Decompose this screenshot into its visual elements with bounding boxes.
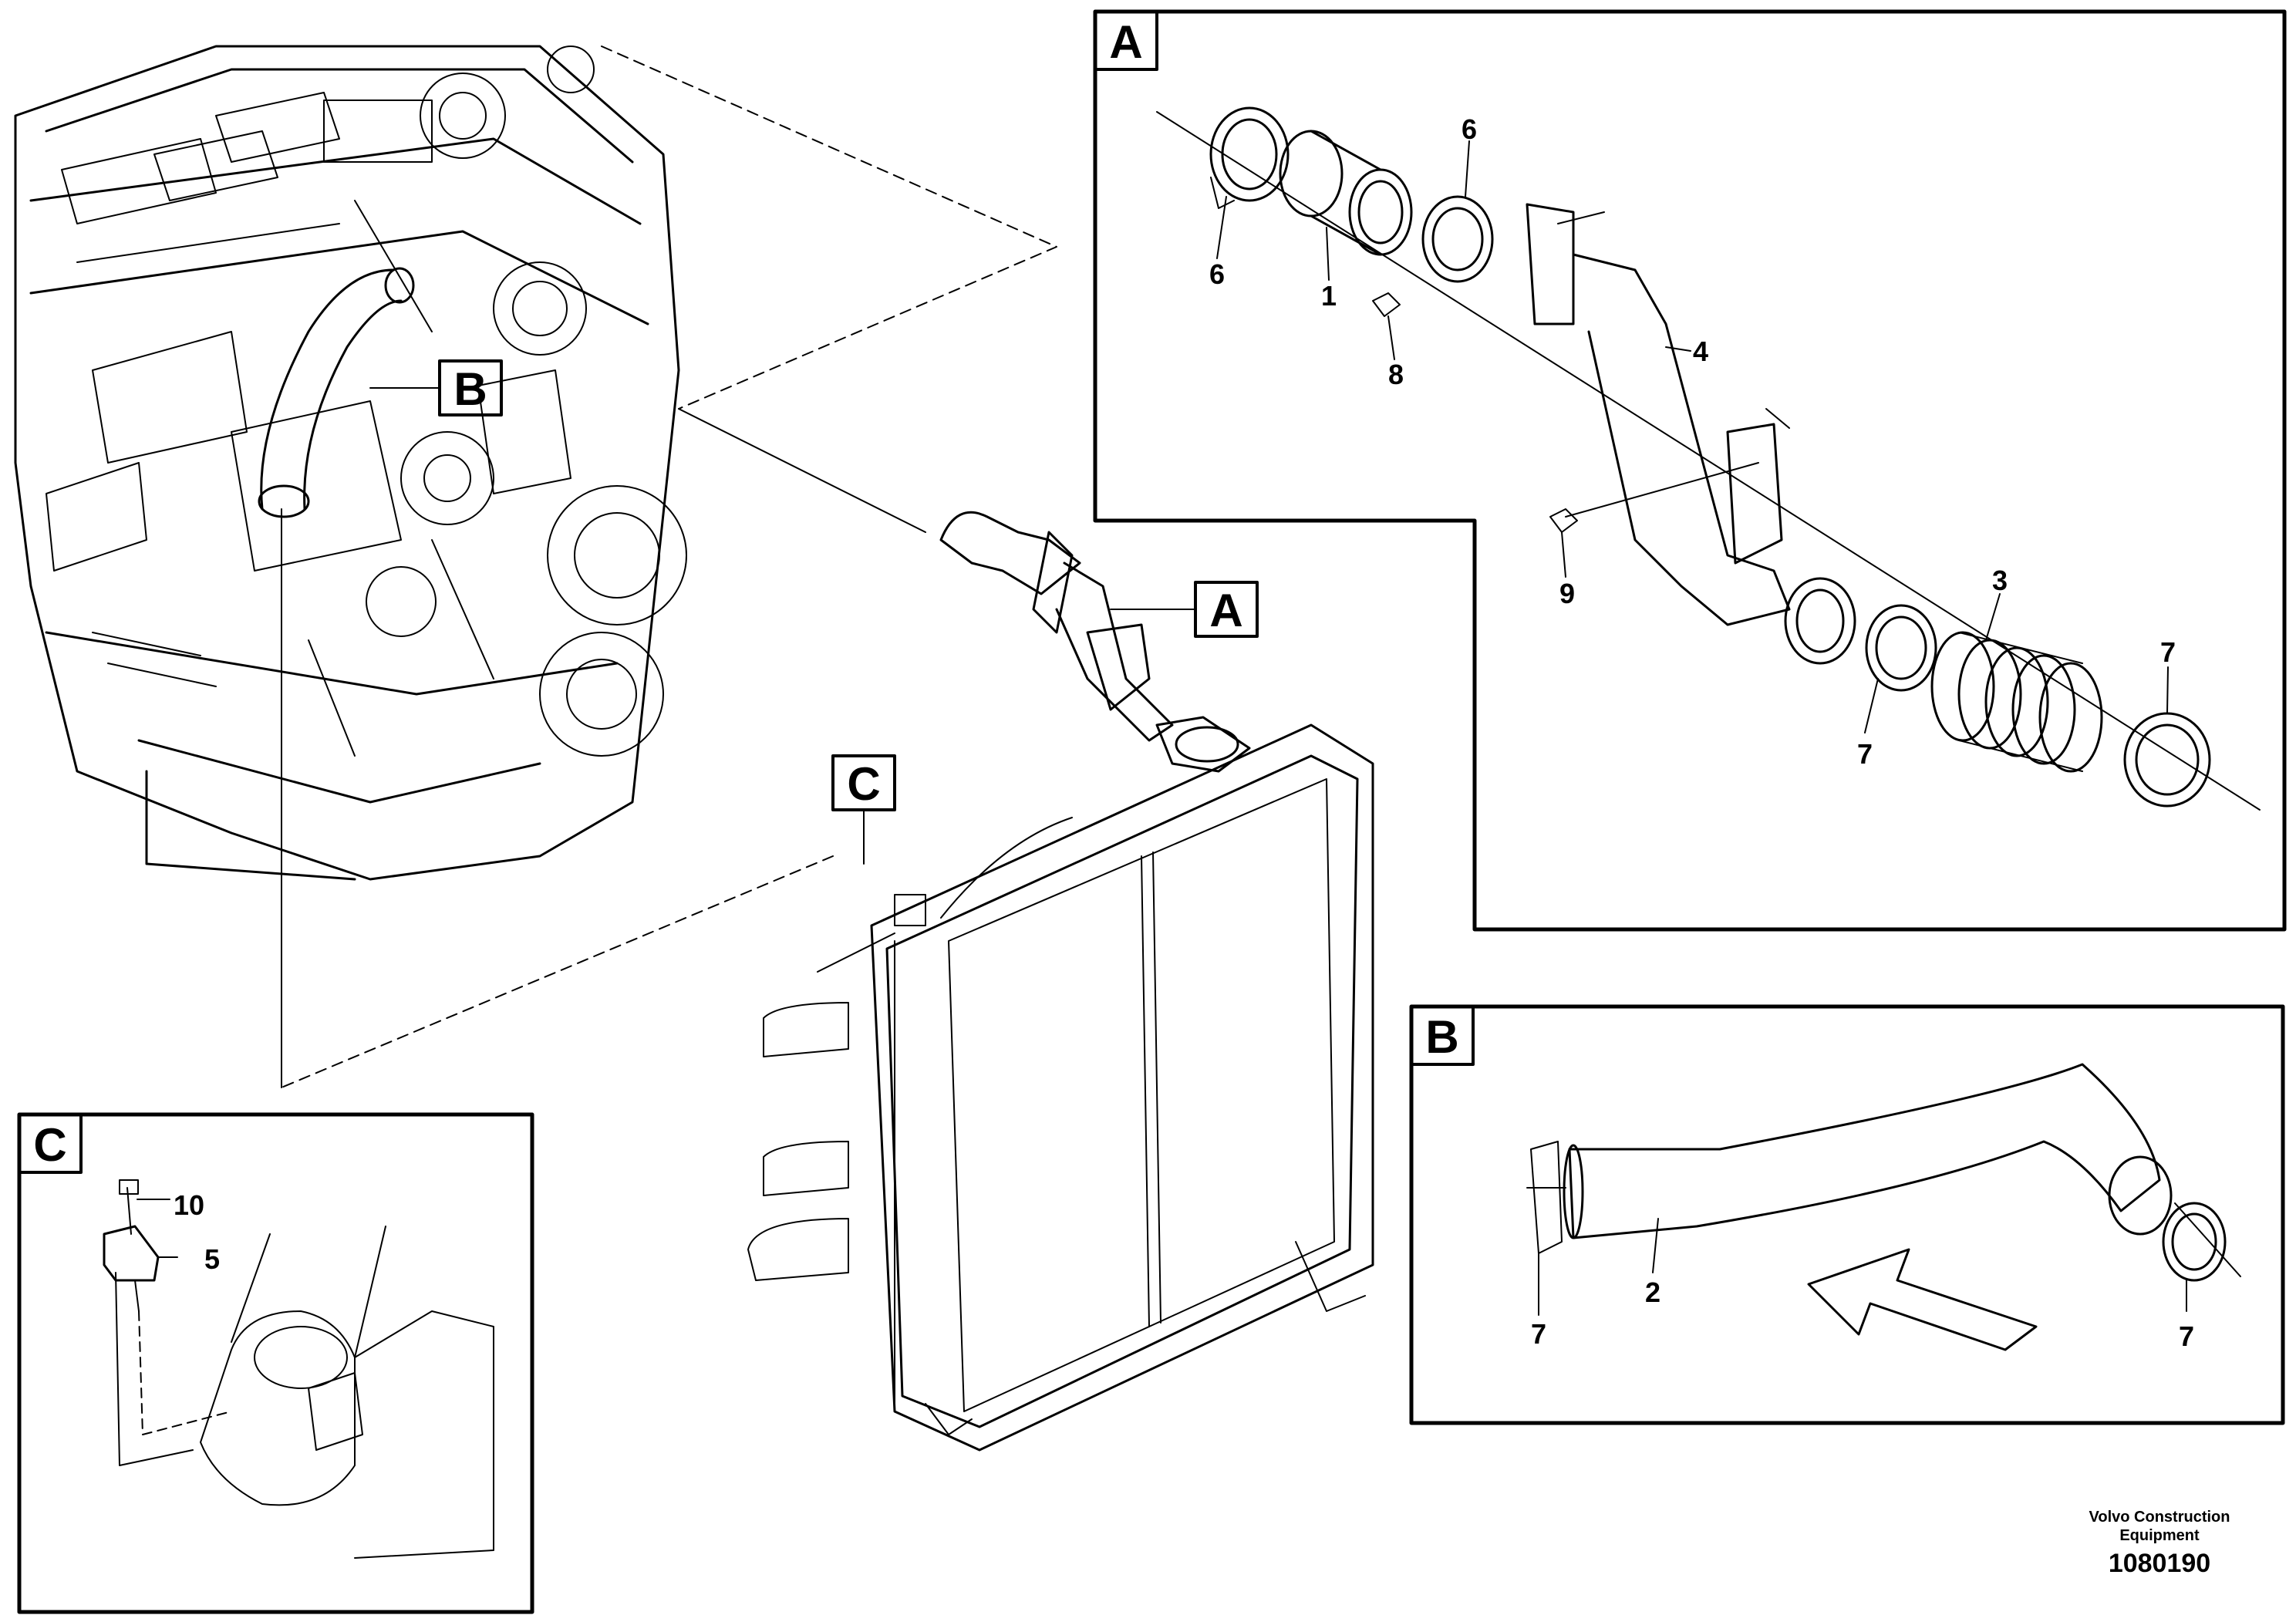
air-pipe-assembly [939,511,1251,773]
section-tags: A B C B A C [33,16,1458,1171]
footer-company: Volvo Construction Equipment [2067,1508,2252,1545]
part-number-5: 5 [204,1243,220,1275]
part-numbers: 6 1 6 8 4 9 3 7 7 7 2 7 10 5 [174,113,2194,1352]
engine-illustration [14,45,1057,1088]
part-number-2: 2 [1645,1276,1660,1308]
callout-b-label: B [453,363,487,415]
part-number-7c: 7 [1531,1318,1546,1350]
part-number-9: 9 [1559,578,1575,609]
callout-a-label: A [1209,585,1242,636]
part-number-7b: 7 [2160,636,2176,668]
figure-number: 1080190 [2108,1549,2211,1578]
tag-b: B [1425,1011,1458,1063]
part-number-1: 1 [1321,280,1337,312]
callout-c-label: C [847,758,880,810]
callout-a-main [1110,581,1259,638]
detail-panel-c [17,1112,534,1614]
part-number-4: 4 [1693,336,1708,367]
detail-panel-a [1093,9,2287,932]
tag-c: C [33,1119,66,1171]
part-number-6b: 6 [1462,113,1477,145]
part-number-7d: 7 [2179,1320,2194,1352]
footer-company-line2: Equipment [2119,1527,2200,1544]
part-number-6a: 6 [1209,258,1225,290]
detail-panel-b [1409,1004,2285,1425]
tag-a: A [1109,16,1142,68]
part-number-3: 3 [1992,565,2008,596]
callout-c-main [831,754,896,865]
part-number-8: 8 [1388,359,1404,390]
footer-company-line1: Volvo Construction [2089,1509,2230,1526]
part-number-7a: 7 [1857,738,1873,770]
radiator-illustration [747,723,1374,1452]
part-number-10: 10 [174,1189,204,1221]
callout-b-main [369,359,503,416]
